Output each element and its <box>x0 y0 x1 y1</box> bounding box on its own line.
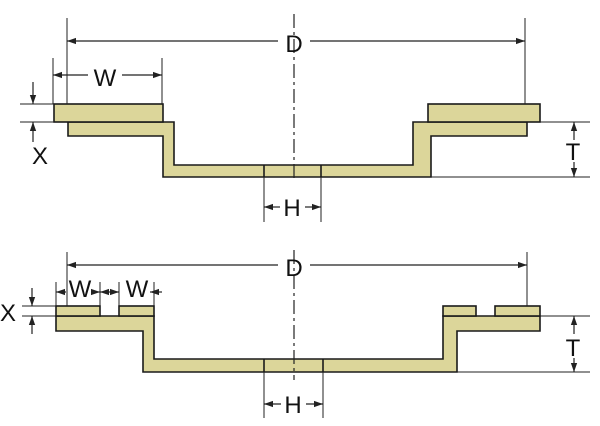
bottom-part-body <box>55 315 541 373</box>
top-label-t: T <box>566 139 581 166</box>
bottom-label-t: T <box>566 335 581 362</box>
bottom-label-w1: W <box>69 276 92 303</box>
top-part-body <box>67 121 528 178</box>
bottom-diagram: D W W X T H <box>0 250 590 419</box>
top-label-x: X <box>32 143 48 170</box>
top-part-left-rim <box>53 103 164 123</box>
top-label-w: W <box>94 65 117 92</box>
top-diagram: D W X T H <box>20 14 590 222</box>
top-label-d: D <box>285 31 302 58</box>
bottom-label-x: X <box>0 300 16 327</box>
bottom-label-h: H <box>284 392 301 419</box>
bottom-part-right-rim-inner <box>442 305 477 317</box>
bottom-part-left-rim-outer <box>55 305 101 317</box>
bottom-label-d: D <box>285 255 302 282</box>
top-label-h: H <box>283 195 300 222</box>
bottom-label-w2: W <box>126 276 149 303</box>
bottom-part-left-rim-inner <box>118 305 155 317</box>
bottom-part-right-rim-outer <box>494 305 541 317</box>
top-part-right-rim <box>427 103 541 123</box>
